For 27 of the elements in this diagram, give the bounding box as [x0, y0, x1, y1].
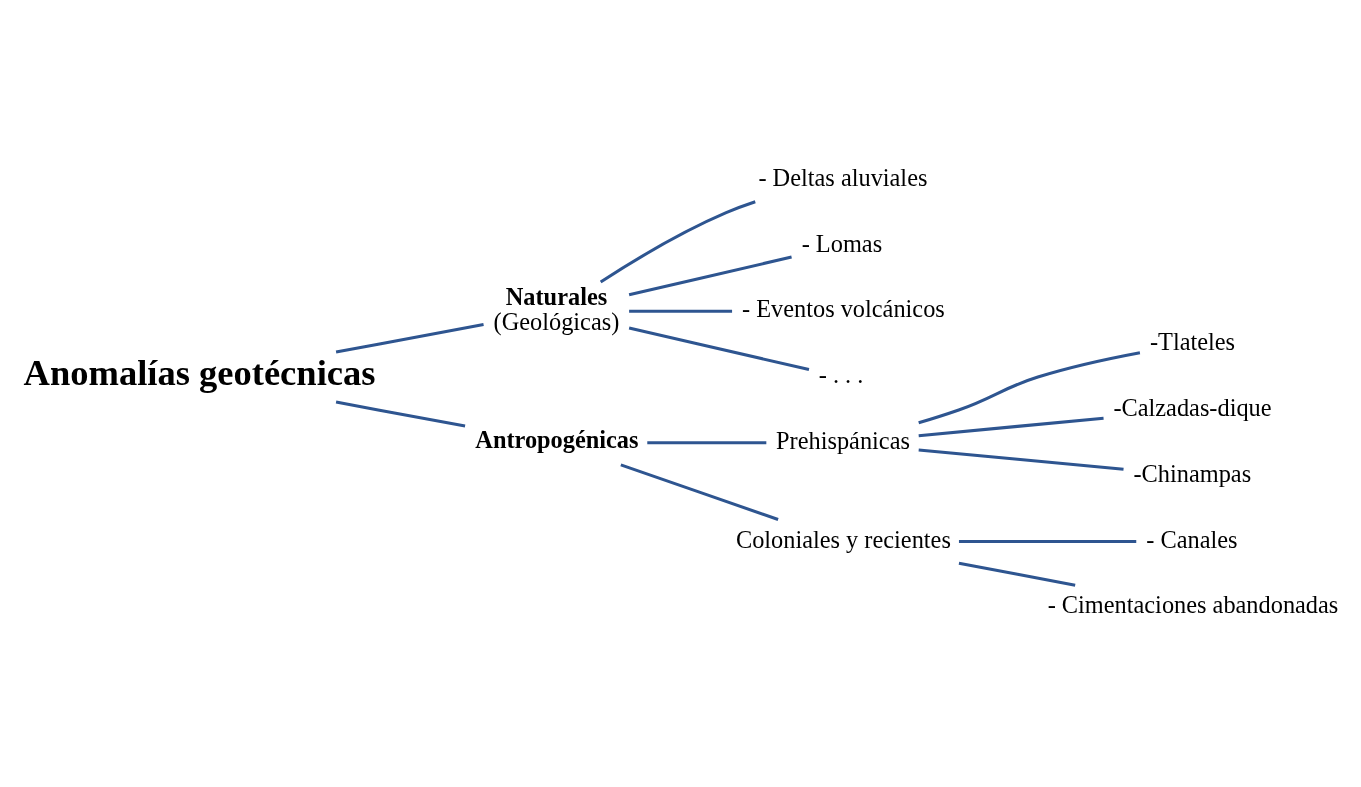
node-text: - Eventos volcánicos: [741, 295, 945, 323]
node-text: -Tlateles: [1149, 328, 1236, 356]
node-text: Coloniales y recientes: [735, 525, 951, 553]
connector: [335, 400, 466, 428]
connector: [335, 323, 484, 354]
node-text: Prehispánicas: [776, 426, 910, 454]
connector: [620, 463, 779, 521]
connector: [629, 309, 733, 313]
node-text: - Lomas: [801, 229, 883, 257]
node-text: -Chinampas: [1133, 459, 1252, 487]
connector: [918, 448, 1124, 471]
node-text: -Calzadas-dique: [1113, 394, 1272, 422]
node-text: - . . .: [818, 361, 864, 389]
connector: [958, 539, 1137, 543]
node-text: - Canales: [1146, 525, 1238, 553]
connector: [918, 416, 1104, 438]
connector: [958, 561, 1076, 587]
node-text: - Deltas aluviales: [758, 163, 928, 191]
node-text: - Cimentaciones abandonadas: [1047, 591, 1339, 619]
node-text: Anomalías geotécnicas: [23, 351, 376, 393]
connector: [647, 441, 767, 445]
connector: [628, 326, 810, 372]
node-text: Antropogénicas: [475, 425, 639, 453]
connector: [599, 200, 756, 284]
node-text: Naturales (Geológicas): [493, 283, 620, 335]
connector: [918, 351, 1141, 425]
connector: [628, 255, 792, 297]
